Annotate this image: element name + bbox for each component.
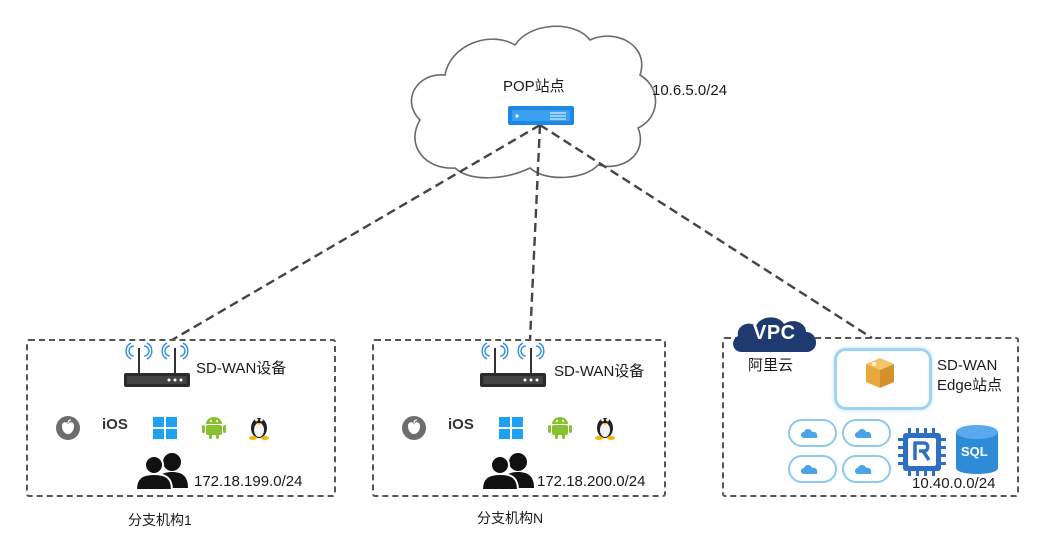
pop-label: POP站点 bbox=[503, 78, 565, 95]
windows-icon bbox=[499, 417, 523, 439]
wifi-antenna-icon bbox=[125, 342, 189, 360]
wifi-antenna-icon bbox=[481, 342, 545, 360]
rds-icon bbox=[898, 428, 946, 476]
android-icon bbox=[202, 417, 226, 439]
apple-icon bbox=[402, 416, 426, 440]
users-icon bbox=[136, 453, 188, 490]
branchN-subnet: 172.18.200.0/24 bbox=[537, 473, 646, 490]
sql-database-icon bbox=[956, 425, 998, 474]
cloud-storage-icon bbox=[842, 455, 891, 483]
edge-label-line1: SD-WAN bbox=[937, 357, 998, 374]
windows-icon bbox=[153, 417, 177, 439]
branch1-subnet: 172.18.199.0/24 bbox=[194, 473, 303, 490]
sql-badge: SQL bbox=[961, 444, 988, 459]
ios-icon: iOS bbox=[102, 416, 128, 433]
branchN-name: 分支机构N bbox=[477, 510, 544, 526]
linux-icon bbox=[595, 418, 615, 440]
vpc-badge: VPC bbox=[753, 322, 796, 344]
link-pop-branch1 bbox=[171, 123, 541, 342]
ios-icon: iOS bbox=[448, 416, 474, 433]
branch1-device-label: SD-WAN设备 bbox=[196, 360, 287, 377]
branchN-device-label: SD-WAN设备 bbox=[554, 363, 645, 380]
android-icon bbox=[548, 417, 572, 439]
users-icon bbox=[482, 453, 534, 490]
pop-cloud-icon bbox=[410, 25, 657, 179]
cloud-storage-icon bbox=[788, 419, 837, 447]
link-pop-branchN bbox=[528, 124, 542, 341]
link-pop-cloud bbox=[539, 123, 873, 340]
branchN-router-icon bbox=[480, 342, 546, 387]
linux-icon bbox=[249, 418, 269, 440]
vpc-cloud-icon bbox=[733, 317, 817, 352]
pop-subnet: 10.6.5.0/24 bbox=[652, 82, 728, 99]
cloud-vpc-box bbox=[722, 337, 1019, 497]
pop-server-icon bbox=[508, 106, 574, 125]
branch1-router-icon bbox=[124, 342, 190, 387]
package-box-icon bbox=[866, 358, 894, 388]
cloud-storage-icon bbox=[788, 455, 837, 483]
branchN-box bbox=[372, 339, 666, 497]
branch1-name: 分支机构1 bbox=[128, 512, 192, 528]
edge-label-line2: Edge站点 bbox=[937, 377, 1003, 394]
cloud-storage-icon bbox=[842, 419, 891, 447]
branch1-box bbox=[26, 339, 336, 497]
apple-icon bbox=[56, 416, 80, 440]
cloud-storage-grid bbox=[788, 419, 891, 483]
cloud-subnet: 10.40.0.0/24 bbox=[912, 475, 996, 492]
cloud-vendor: 阿里云 bbox=[748, 357, 794, 374]
